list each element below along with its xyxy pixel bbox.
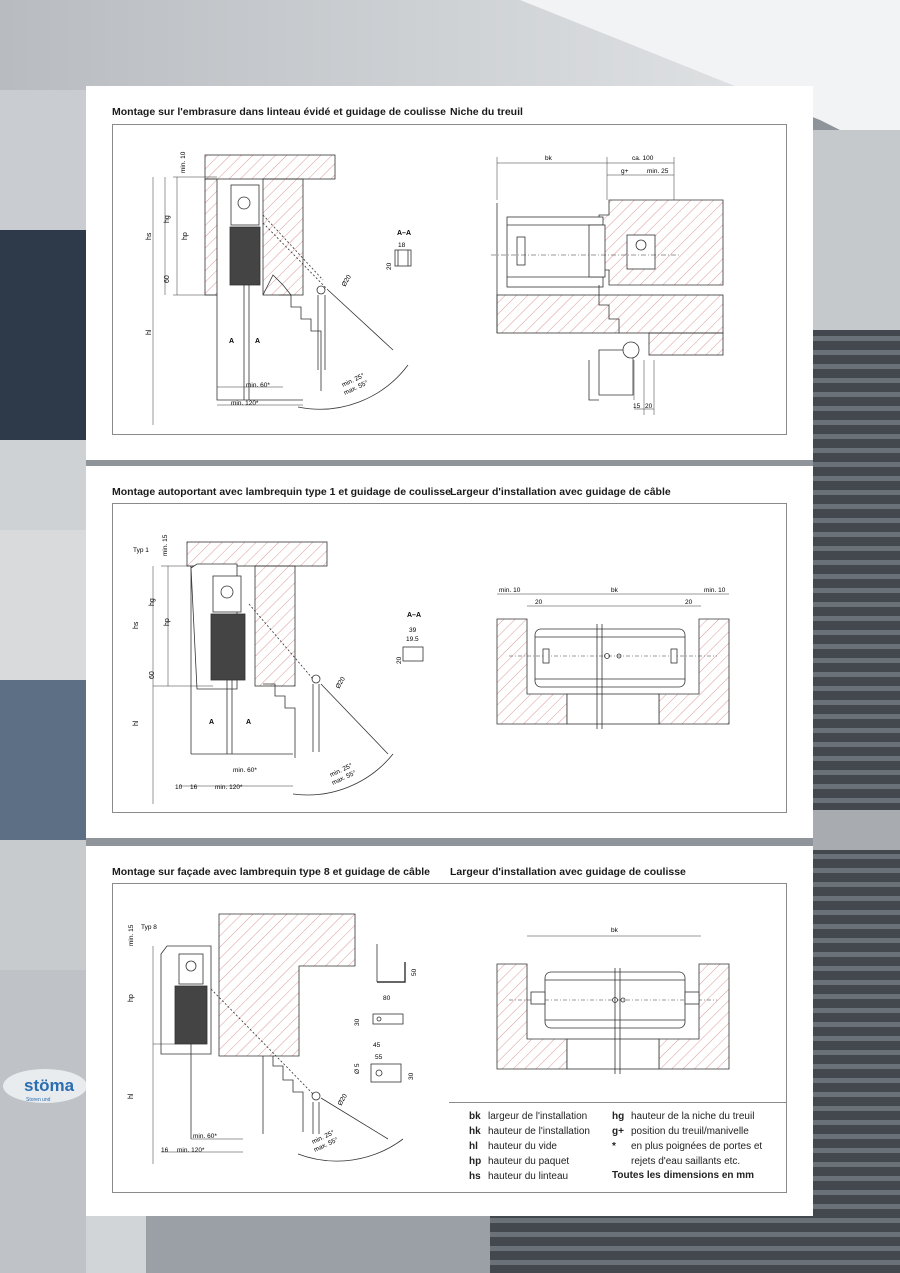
svg-text:80: 80 — [383, 995, 391, 1002]
legend-item: *en plus poignées de portes et — [612, 1141, 763, 1152]
svg-text:30: 30 — [408, 1072, 415, 1080]
svg-text:min. 60*: min. 60* — [233, 767, 257, 774]
svg-text:hp: hp — [182, 232, 189, 240]
svg-text:20: 20 — [396, 656, 403, 664]
panel-2: Montage autoportant avec lambrequin type… — [86, 466, 813, 838]
legend-item: g+position du treuil/manivelle — [612, 1126, 749, 1137]
svg-text:min. 60*: min. 60* — [246, 382, 270, 389]
svg-text:Ø20: Ø20 — [335, 676, 347, 690]
svg-text:A: A — [209, 719, 214, 726]
section-3-left-title: Montage sur façade avec lambrequin type … — [112, 866, 431, 878]
svg-text:min. 10: min. 10 — [704, 587, 726, 594]
svg-text:60: 60 — [149, 671, 156, 679]
svg-text:16: 16 — [161, 1147, 169, 1154]
svg-text:45: 45 — [373, 1042, 381, 1049]
svg-text:16: 16 — [190, 784, 198, 791]
svg-text:Typ 1: Typ 1 — [133, 547, 149, 554]
svg-text:min. 15: min. 15 — [162, 534, 169, 556]
svg-text:hl: hl — [133, 720, 140, 726]
svg-text:15: 15 — [633, 403, 641, 410]
panel-1: Montage sur l'embrasure dans linteau évi… — [86, 86, 813, 460]
section-1-left-title: Montage sur l'embrasure dans linteau évi… — [112, 106, 446, 118]
svg-text:hp: hp — [128, 994, 135, 1002]
svg-text:min. 120*: min. 120* — [231, 400, 259, 407]
svg-text:55: 55 — [375, 1054, 383, 1061]
svg-text:min. 15: min. 15 — [128, 924, 135, 946]
svg-text:min. 25: min. 25 — [647, 168, 669, 175]
svg-text:Ø20: Ø20 — [341, 274, 353, 288]
svg-text:min. 120*: min. 120* — [177, 1147, 205, 1154]
diagram-facade-cable: Typ 8 min. 15 hp hl Ø20 min. 60* 16 min.… — [112, 883, 451, 1193]
svg-text:60: 60 — [164, 275, 171, 283]
legend-item: rejets d'eau saillants etc. — [631, 1156, 741, 1167]
svg-text:18: 18 — [398, 242, 406, 249]
svg-text:30: 30 — [354, 1018, 361, 1026]
svg-text:hl: hl — [128, 1093, 135, 1099]
svg-text:A: A — [255, 338, 260, 345]
svg-text:20: 20 — [535, 599, 543, 606]
svg-text:10: 10 — [175, 784, 183, 791]
section-1-right-title: Niche du treuil — [450, 106, 523, 118]
diagram-largeur-cable: min. 10 bk min. 10 20 20 — [449, 503, 787, 813]
svg-text:hl: hl — [146, 329, 153, 335]
svg-text:hg: hg — [149, 598, 156, 606]
diagram-autoportant-coulisse: Typ 1 min. 15 hs hg hp 60 hl A A A–A 39 … — [112, 503, 451, 813]
svg-text:A–A: A–A — [407, 612, 421, 619]
svg-text:min. 10: min. 10 — [499, 587, 521, 594]
svg-text:Typ 8: Typ 8 — [141, 924, 157, 931]
svg-text:hg: hg — [164, 215, 171, 223]
diagram-largeur-coulisse: bk — [449, 883, 787, 1105]
svg-text:min. 60*: min. 60* — [193, 1133, 217, 1140]
svg-text:Storen und: Storen und — [26, 1097, 51, 1103]
svg-text:20: 20 — [685, 599, 693, 606]
svg-text:min. 10: min. 10 — [180, 151, 187, 173]
units-note: Toutes les dimensions en mm — [612, 1170, 755, 1181]
diagram-embrasure-coulisse: min. 10 hs hg hp 60 hl A A A–A 18 20 Ø20… — [112, 124, 451, 435]
svg-text:19.5: 19.5 — [406, 636, 419, 643]
brand-logo: stöma — [24, 1076, 75, 1095]
svg-text:A: A — [246, 719, 251, 726]
diagram-niche-treuil: bk ca. 100 g+ min. 25 15 20 — [449, 124, 787, 435]
svg-text:bk: bk — [611, 927, 619, 934]
section-2-right-title: Largeur d'installation avec guidage de c… — [450, 486, 671, 498]
section-3-right-title: Largeur d'installation avec guidage de c… — [450, 866, 686, 878]
svg-text:A–A: A–A — [397, 230, 411, 237]
svg-text:bk: bk — [545, 155, 553, 162]
section-2-left-title: Montage autoportant avec lambrequin type… — [112, 486, 451, 498]
svg-text:20: 20 — [645, 403, 653, 410]
svg-text:hp: hp — [164, 618, 171, 626]
svg-text:A: A — [229, 338, 234, 345]
svg-text:Ø20: Ø20 — [337, 1093, 349, 1107]
svg-text:20: 20 — [386, 262, 393, 270]
svg-text:min. 120*: min. 120* — [215, 784, 243, 791]
svg-text:hs: hs — [133, 621, 140, 629]
svg-text:Ø 5: Ø 5 — [354, 1063, 361, 1074]
svg-text:bk: bk — [611, 587, 619, 594]
svg-text:g+: g+ — [621, 168, 629, 175]
svg-text:50: 50 — [411, 968, 418, 976]
svg-text:hs: hs — [146, 232, 153, 240]
svg-text:ca. 100: ca. 100 — [632, 155, 654, 162]
panel-3: Montage sur façade avec lambrequin type … — [86, 846, 813, 1216]
svg-text:39: 39 — [409, 627, 417, 634]
